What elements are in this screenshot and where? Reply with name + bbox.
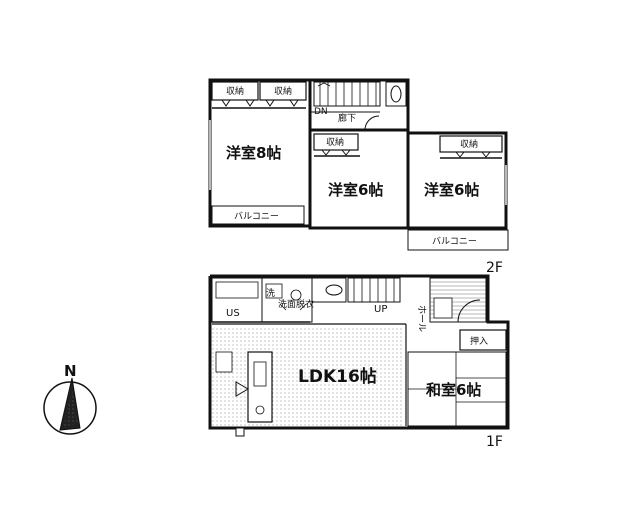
storage-label: 収納 (326, 136, 344, 148)
storage-label: 収納 (274, 85, 292, 97)
room-label-western-6a: 洋室6帖 (328, 181, 383, 199)
oshiire (459, 329, 507, 351)
balcony (407, 229, 509, 251)
toilet-icon (390, 85, 402, 103)
storage-label: 収納 (226, 85, 244, 97)
oshiire-label: 押入 (470, 335, 488, 347)
dn-label: DN (314, 107, 328, 117)
storage-closet (313, 133, 359, 151)
balcony (211, 205, 305, 225)
staircase-1f (347, 277, 401, 303)
pantry-icon (235, 381, 249, 397)
fridge (215, 351, 233, 373)
compass: N (43, 362, 97, 435)
room-label-western-6b: 洋室6帖 (424, 181, 479, 199)
shoe-cabinet (433, 297, 453, 319)
outdoor-unit (235, 427, 245, 437)
balcony-label: バルコニー (432, 236, 477, 247)
corridor-label: 廊下 (338, 112, 356, 124)
storage-closet (439, 135, 503, 153)
floor-label-2f: 2F (486, 260, 503, 276)
us-label: US (226, 308, 240, 319)
toilet-room-1f (311, 277, 347, 303)
toilet-room-2f (385, 81, 407, 107)
stove-icon (255, 405, 265, 415)
laundry-label: 洗 (266, 287, 275, 299)
staircase-2f (313, 81, 381, 107)
storage-closet (211, 81, 259, 101)
room-label-washitsu: 和室6帖 (426, 381, 481, 399)
first-floor-walls (208, 274, 510, 430)
compass-north-label: N (64, 362, 77, 380)
kitchen-counter (247, 351, 273, 423)
door-swing (364, 115, 380, 131)
toilet-icon (325, 284, 343, 296)
up-label: UP (374, 304, 387, 315)
room-label-ldk: LDK16帖 (298, 366, 377, 387)
door-swing (457, 299, 481, 323)
floor-label-1f: 1F (486, 434, 503, 450)
hall-label: ホール (416, 305, 427, 332)
second-floor: 収納 収納 収納 収納 DN 廊下 洋室8帖 洋室6帖 洋室6帖 バルコニー バ… (208, 78, 509, 276)
balcony-label: バルコニー (234, 211, 279, 222)
washroom-label: 洗面脱衣 (278, 298, 314, 310)
kitchen-sink (253, 361, 267, 387)
bathtub (215, 281, 259, 299)
ldk-floor (212, 326, 404, 426)
storage-label: 収納 (460, 138, 478, 150)
stair-hall-walls (310, 78, 410, 130)
storage-closet (259, 81, 307, 101)
room-label-western-8: 洋室8帖 (226, 144, 281, 162)
washing-machine (265, 283, 283, 299)
sink-icon (290, 289, 302, 301)
first-floor: US 洗 洗面脱衣 UP ホール 押入 LDK16帖 和室6帖 1F (208, 274, 510, 450)
